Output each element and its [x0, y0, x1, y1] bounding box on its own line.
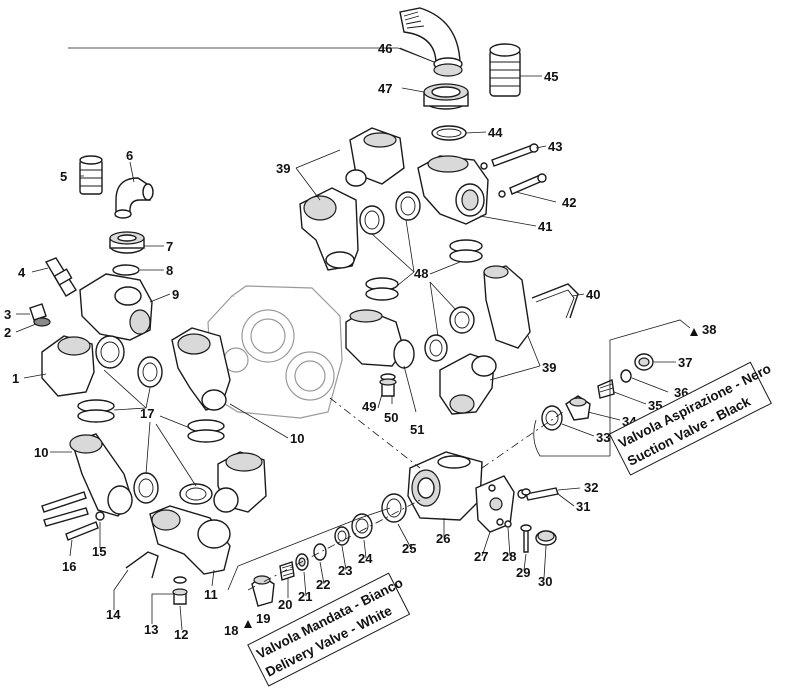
- callout-44: 44: [488, 125, 503, 140]
- elbow-6: [114, 177, 154, 219]
- valve-housing-39-right: [439, 265, 531, 415]
- callout-40: 40: [586, 287, 600, 302]
- callout-17: 17: [140, 406, 154, 421]
- callout-39-top: 39: [276, 161, 290, 176]
- callout-27: 27: [474, 549, 488, 564]
- callout-48: 48: [414, 266, 428, 281]
- callout-30: 30: [538, 574, 552, 589]
- bolt-42: [498, 173, 547, 198]
- callout-14: 14: [106, 607, 121, 622]
- callout-41: 41: [538, 219, 552, 234]
- callout-6: 6: [126, 148, 133, 163]
- callout-37: 37: [678, 355, 692, 370]
- pump-body: [207, 285, 343, 419]
- callout-51: 51: [410, 422, 424, 437]
- housing-10-right: [213, 451, 267, 513]
- callout-45: 45: [544, 69, 558, 84]
- fitting-5: [79, 155, 103, 195]
- nut-7: [109, 231, 145, 254]
- fitting-45: [489, 43, 521, 97]
- callout-10-right: 10: [290, 431, 304, 446]
- o-rings-48: [359, 191, 483, 362]
- o-rings-17: [77, 335, 225, 505]
- callout-9: 9: [172, 287, 179, 302]
- callout-32: 32: [584, 480, 598, 495]
- screw-29: [520, 524, 532, 553]
- callout-20: 20: [278, 597, 292, 612]
- o-ring-8: [112, 264, 140, 276]
- callout-24: 24: [358, 551, 373, 566]
- washer-32: [521, 488, 531, 496]
- u-bolt-40: [531, 283, 579, 319]
- tee-4: [44, 257, 77, 297]
- ring-nut-47: [423, 83, 469, 110]
- manifold-9: [79, 273, 153, 341]
- suction-bracket: [533, 419, 610, 457]
- callout-50: 50: [384, 410, 398, 425]
- callout-numbers: 46 47 45 44 43 39 42 41 48 40 38 37 39 3…: [4, 41, 716, 642]
- valve-housing-39-top: [299, 127, 405, 271]
- pin-28: [504, 520, 512, 528]
- head-26: [407, 451, 483, 521]
- callout-4: 4: [18, 265, 26, 280]
- callout-11: 11: [204, 587, 218, 602]
- callout-2: 2: [4, 325, 11, 340]
- callout-39-right: 39: [542, 360, 556, 375]
- callout-21: 21: [298, 589, 312, 604]
- callout-47: 47: [378, 81, 392, 96]
- callout-16: 16: [62, 559, 76, 574]
- suction-valve-parts: [541, 353, 654, 431]
- housing-11: [149, 505, 231, 575]
- valve-body-1: [41, 335, 95, 397]
- callout-19: 19: [256, 611, 270, 626]
- plug-49-50: [379, 373, 397, 397]
- callout-10-left: 10: [34, 445, 48, 460]
- callout-22: 22: [316, 577, 330, 592]
- callout-29: 29: [516, 565, 530, 580]
- callout-18: 18: [224, 623, 238, 638]
- callout-42: 42: [562, 195, 576, 210]
- bolt-43: [480, 143, 539, 170]
- delivery-valve-parts: [251, 493, 407, 607]
- callout-3: 3: [4, 307, 11, 322]
- callout-31: 31: [576, 499, 590, 514]
- callout-49: 49: [362, 399, 376, 414]
- fitting-51: [345, 309, 415, 369]
- callout-33: 33: [596, 430, 610, 445]
- leader-lines: [15, 47, 676, 631]
- housing-10-upper: [171, 327, 231, 411]
- callout-26: 26: [436, 531, 450, 546]
- callout-8: 8: [166, 263, 173, 278]
- callout-23: 23: [338, 563, 352, 578]
- cap-30: [535, 530, 557, 546]
- marker-38: [690, 328, 698, 336]
- callout-13: 13: [144, 622, 158, 637]
- callout-15: 15: [92, 544, 106, 559]
- callout-5: 5: [60, 169, 67, 184]
- callout-46: 46: [378, 41, 392, 56]
- callout-28: 28: [502, 549, 516, 564]
- plug-12-13: [172, 576, 188, 605]
- washer-2: [33, 317, 51, 327]
- callout-12: 12: [174, 627, 188, 642]
- callout-1: 1: [12, 371, 19, 386]
- elbow-hose-46: [399, 7, 463, 77]
- callout-38: 38: [702, 322, 716, 337]
- housing-10-lower: [69, 433, 133, 517]
- plug-3: [29, 303, 47, 321]
- bolts-16: [41, 491, 105, 541]
- callout-43: 43: [548, 139, 562, 154]
- manifold-41: [417, 155, 489, 225]
- u-bolt-14: [125, 551, 159, 579]
- callout-25: 25: [402, 541, 416, 556]
- callout-7: 7: [166, 239, 173, 254]
- marker-18: [244, 620, 252, 628]
